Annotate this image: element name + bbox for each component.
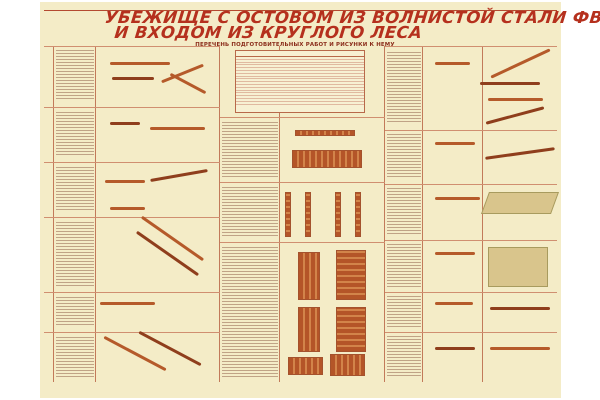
text-block (387, 244, 421, 288)
log-illustration (435, 62, 470, 65)
log-illustration (435, 302, 473, 305)
log-illustration (435, 197, 480, 200)
row-rule (44, 162, 220, 163)
log-illustration (480, 82, 540, 85)
column-divider (96, 46, 220, 382)
text-block (56, 337, 94, 377)
text-block (56, 50, 94, 100)
row-rule (385, 292, 557, 293)
text-block (387, 134, 421, 179)
column-divider (220, 46, 280, 382)
log-illustration (105, 180, 145, 183)
text-block (56, 297, 94, 327)
row-rule (220, 117, 385, 118)
row-rule (44, 292, 220, 293)
row-rule (220, 182, 385, 183)
timber-post (355, 192, 361, 237)
log-illustration (110, 207, 145, 210)
column-divider (423, 46, 483, 382)
table-row (236, 91, 364, 94)
slab-drawing (488, 247, 548, 287)
timber-frame (298, 307, 320, 352)
poster-sheet: УБЕЖИЩЕ С ОСТОВОМ ИЗ ВОЛНИСТОЙ СТАЛИ ФВС… (40, 2, 600, 398)
title-line-2: И ВХОДОМ ИЗ КРУГЛОГО ЛЕСА (113, 23, 424, 42)
text-block (387, 296, 421, 328)
table-row (236, 96, 364, 99)
timber-post (285, 192, 291, 237)
timber-post (305, 192, 311, 237)
text-block (56, 112, 94, 157)
table-row (236, 99, 364, 102)
table-row (236, 102, 364, 105)
table-header (236, 51, 364, 57)
timber-panel (288, 357, 323, 375)
table-row (236, 79, 364, 83)
log-illustration (435, 142, 475, 145)
table-row (236, 71, 364, 74)
timber-frame (336, 250, 366, 300)
text-block (387, 336, 421, 376)
timber-post (335, 192, 341, 237)
log-illustration (435, 252, 475, 255)
row-rule (44, 46, 220, 47)
text-block (387, 52, 421, 122)
text-block (222, 122, 278, 177)
log-illustration (100, 302, 155, 305)
column-divider (385, 46, 423, 382)
text-block (387, 188, 421, 236)
row-rule (385, 184, 557, 185)
row-rule (44, 217, 220, 218)
row-rule (385, 46, 557, 47)
row-rule (44, 107, 220, 108)
log-illustration (110, 122, 140, 125)
column-divider (40, 46, 54, 382)
timber-panel (292, 150, 362, 168)
table-row (236, 88, 364, 91)
log-illustration (435, 347, 475, 350)
timber-frame (336, 307, 366, 352)
row-rule (385, 130, 557, 131)
text-block (222, 187, 278, 237)
log-illustration (150, 127, 205, 130)
table-row (236, 63, 364, 66)
table-row (236, 93, 364, 97)
row-rule (385, 240, 557, 241)
column-divider (54, 46, 96, 382)
poster-title: УБЕЖИЩЕ С ОСТОВОМ ИЗ ВОЛНИСТОЙ СТАЛИ ФВС… (102, 8, 600, 44)
log-illustration (488, 98, 543, 101)
materials-table (235, 50, 365, 113)
concrete-slab (480, 192, 560, 214)
row-rule (385, 332, 557, 333)
row-rule (44, 332, 220, 333)
row-rule (220, 242, 385, 243)
column-divider (280, 46, 385, 382)
text-block (56, 222, 94, 287)
table-row (236, 60, 364, 63)
table-row (236, 82, 364, 85)
table-row (236, 85, 364, 88)
log-illustration (112, 77, 154, 80)
header-rule (44, 5, 557, 11)
table-row (236, 77, 364, 80)
table-row (236, 57, 364, 60)
timber-frame (298, 252, 320, 300)
log-illustration (110, 62, 170, 65)
log-illustration (490, 307, 550, 310)
timber-panel (295, 130, 355, 136)
log-illustration (490, 347, 550, 350)
timber-panel (330, 354, 365, 376)
text-block (222, 247, 278, 377)
poster-subtitle: ПЕРЕЧЕНЬ ПОДГОТОВИТЕЛЬНЫХ РАБОТ И РИСУНК… (195, 42, 395, 48)
table-row (236, 65, 364, 69)
text-block (56, 167, 94, 212)
table-row (236, 74, 364, 77)
table-row (236, 68, 364, 71)
